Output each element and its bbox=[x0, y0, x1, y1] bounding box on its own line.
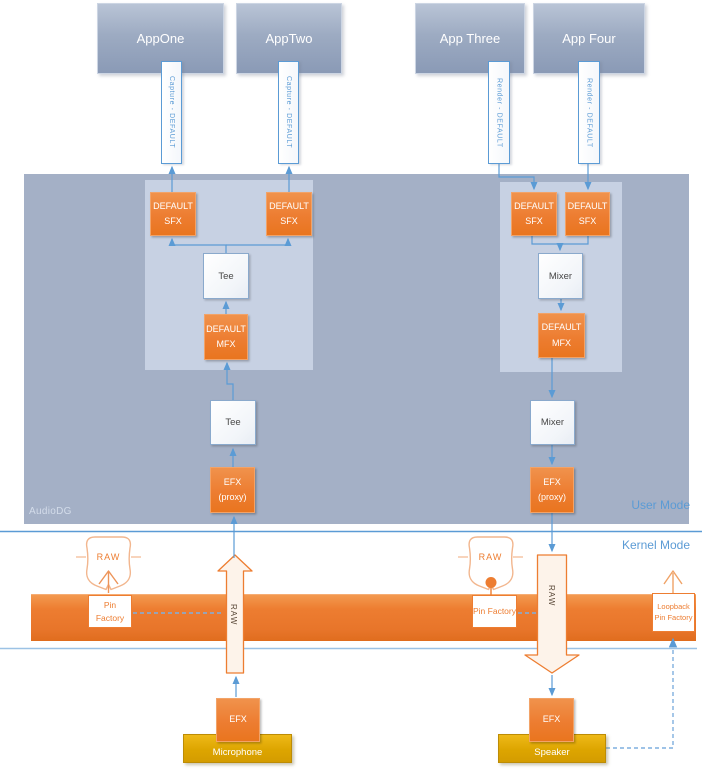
render-stream-label: Render - DEFAULT bbox=[495, 77, 503, 148]
capture-stream-label: Capture - DEFAULT bbox=[285, 76, 292, 149]
conn-tee-split-right bbox=[226, 237, 292, 247]
default-sfx-capture-1: DEFAULT SFX bbox=[150, 192, 196, 236]
raw-pin-label-left: RAW bbox=[96, 552, 121, 562]
kernel-mode-label: Kernel Mode bbox=[621, 538, 690, 552]
pin-factory-right: Pin Factory bbox=[472, 595, 517, 628]
pin-factory-left: Pin Factory bbox=[88, 595, 132, 628]
pin-instance-dot bbox=[485, 577, 497, 595]
app-one-label: AppOne bbox=[136, 31, 185, 46]
default-sfx-render-1: DEFAULT SFX bbox=[511, 192, 557, 236]
raw-pin-canister-left bbox=[76, 536, 141, 591]
capture-stream-label: Capture - DEFAULT bbox=[168, 76, 175, 149]
efx-microphone: EFX bbox=[216, 698, 260, 742]
raw-stream-label-capture: RAW bbox=[229, 604, 238, 626]
efx-proxy-render: EFX (proxy) bbox=[530, 467, 574, 513]
default-mfx-capture: DEFAULT MFX bbox=[204, 314, 248, 360]
raw-stream-label-render: RAW bbox=[547, 585, 556, 607]
kernel-streaming-bus bbox=[31, 594, 696, 641]
user-mode-label: User Mode bbox=[631, 498, 690, 512]
dash-speaker-to-loopback bbox=[606, 637, 678, 749]
efx-speaker: EFX bbox=[529, 698, 574, 742]
conn-tee-split-left bbox=[168, 237, 227, 253]
app-four-label: App Four bbox=[562, 31, 616, 46]
default-mfx-render: DEFAULT MFX bbox=[538, 313, 585, 358]
capture-stream-pipe-1: Capture - DEFAULT bbox=[161, 61, 182, 164]
render-stream-pipe-2: Render - DEFAULT bbox=[578, 61, 600, 164]
capture-stream-pipe-2: Capture - DEFAULT bbox=[278, 61, 299, 164]
default-sfx-capture-2: DEFAULT SFX bbox=[266, 192, 312, 236]
loopback-up-arrow bbox=[663, 570, 683, 593]
app-one-box: AppOne bbox=[97, 3, 224, 74]
loopback-pin-factory: Loopback Pin Factory bbox=[652, 593, 695, 632]
mixer-upper: Mixer bbox=[538, 253, 583, 299]
raw-capture-stream-arrow bbox=[217, 554, 253, 674]
default-sfx-render-2: DEFAULT SFX bbox=[565, 192, 610, 236]
audiodg-label: AudioDG bbox=[29, 506, 72, 517]
render-stream-label: Render - DEFAULT bbox=[585, 77, 593, 148]
raw-pin-label-right: RAW bbox=[478, 552, 503, 562]
tee-upper: Tee bbox=[203, 253, 249, 299]
render-stream-pipe-1: Render - DEFAULT bbox=[488, 61, 510, 164]
app-three-label: App Three bbox=[439, 31, 501, 46]
conn-pipe3-to-sfx bbox=[498, 164, 538, 191]
conn-sfxr-join-left bbox=[531, 236, 589, 245]
tee-lower: Tee bbox=[210, 400, 256, 445]
conn-teelower-to-mfx bbox=[223, 361, 234, 400]
raw-render-stream-arrow bbox=[524, 554, 580, 674]
app-two-label: AppTwo bbox=[265, 31, 313, 46]
pin-factory-raw-arrow bbox=[98, 570, 119, 593]
efx-proxy-capture: EFX (proxy) bbox=[210, 467, 255, 513]
mixer-lower: Mixer bbox=[530, 400, 575, 445]
